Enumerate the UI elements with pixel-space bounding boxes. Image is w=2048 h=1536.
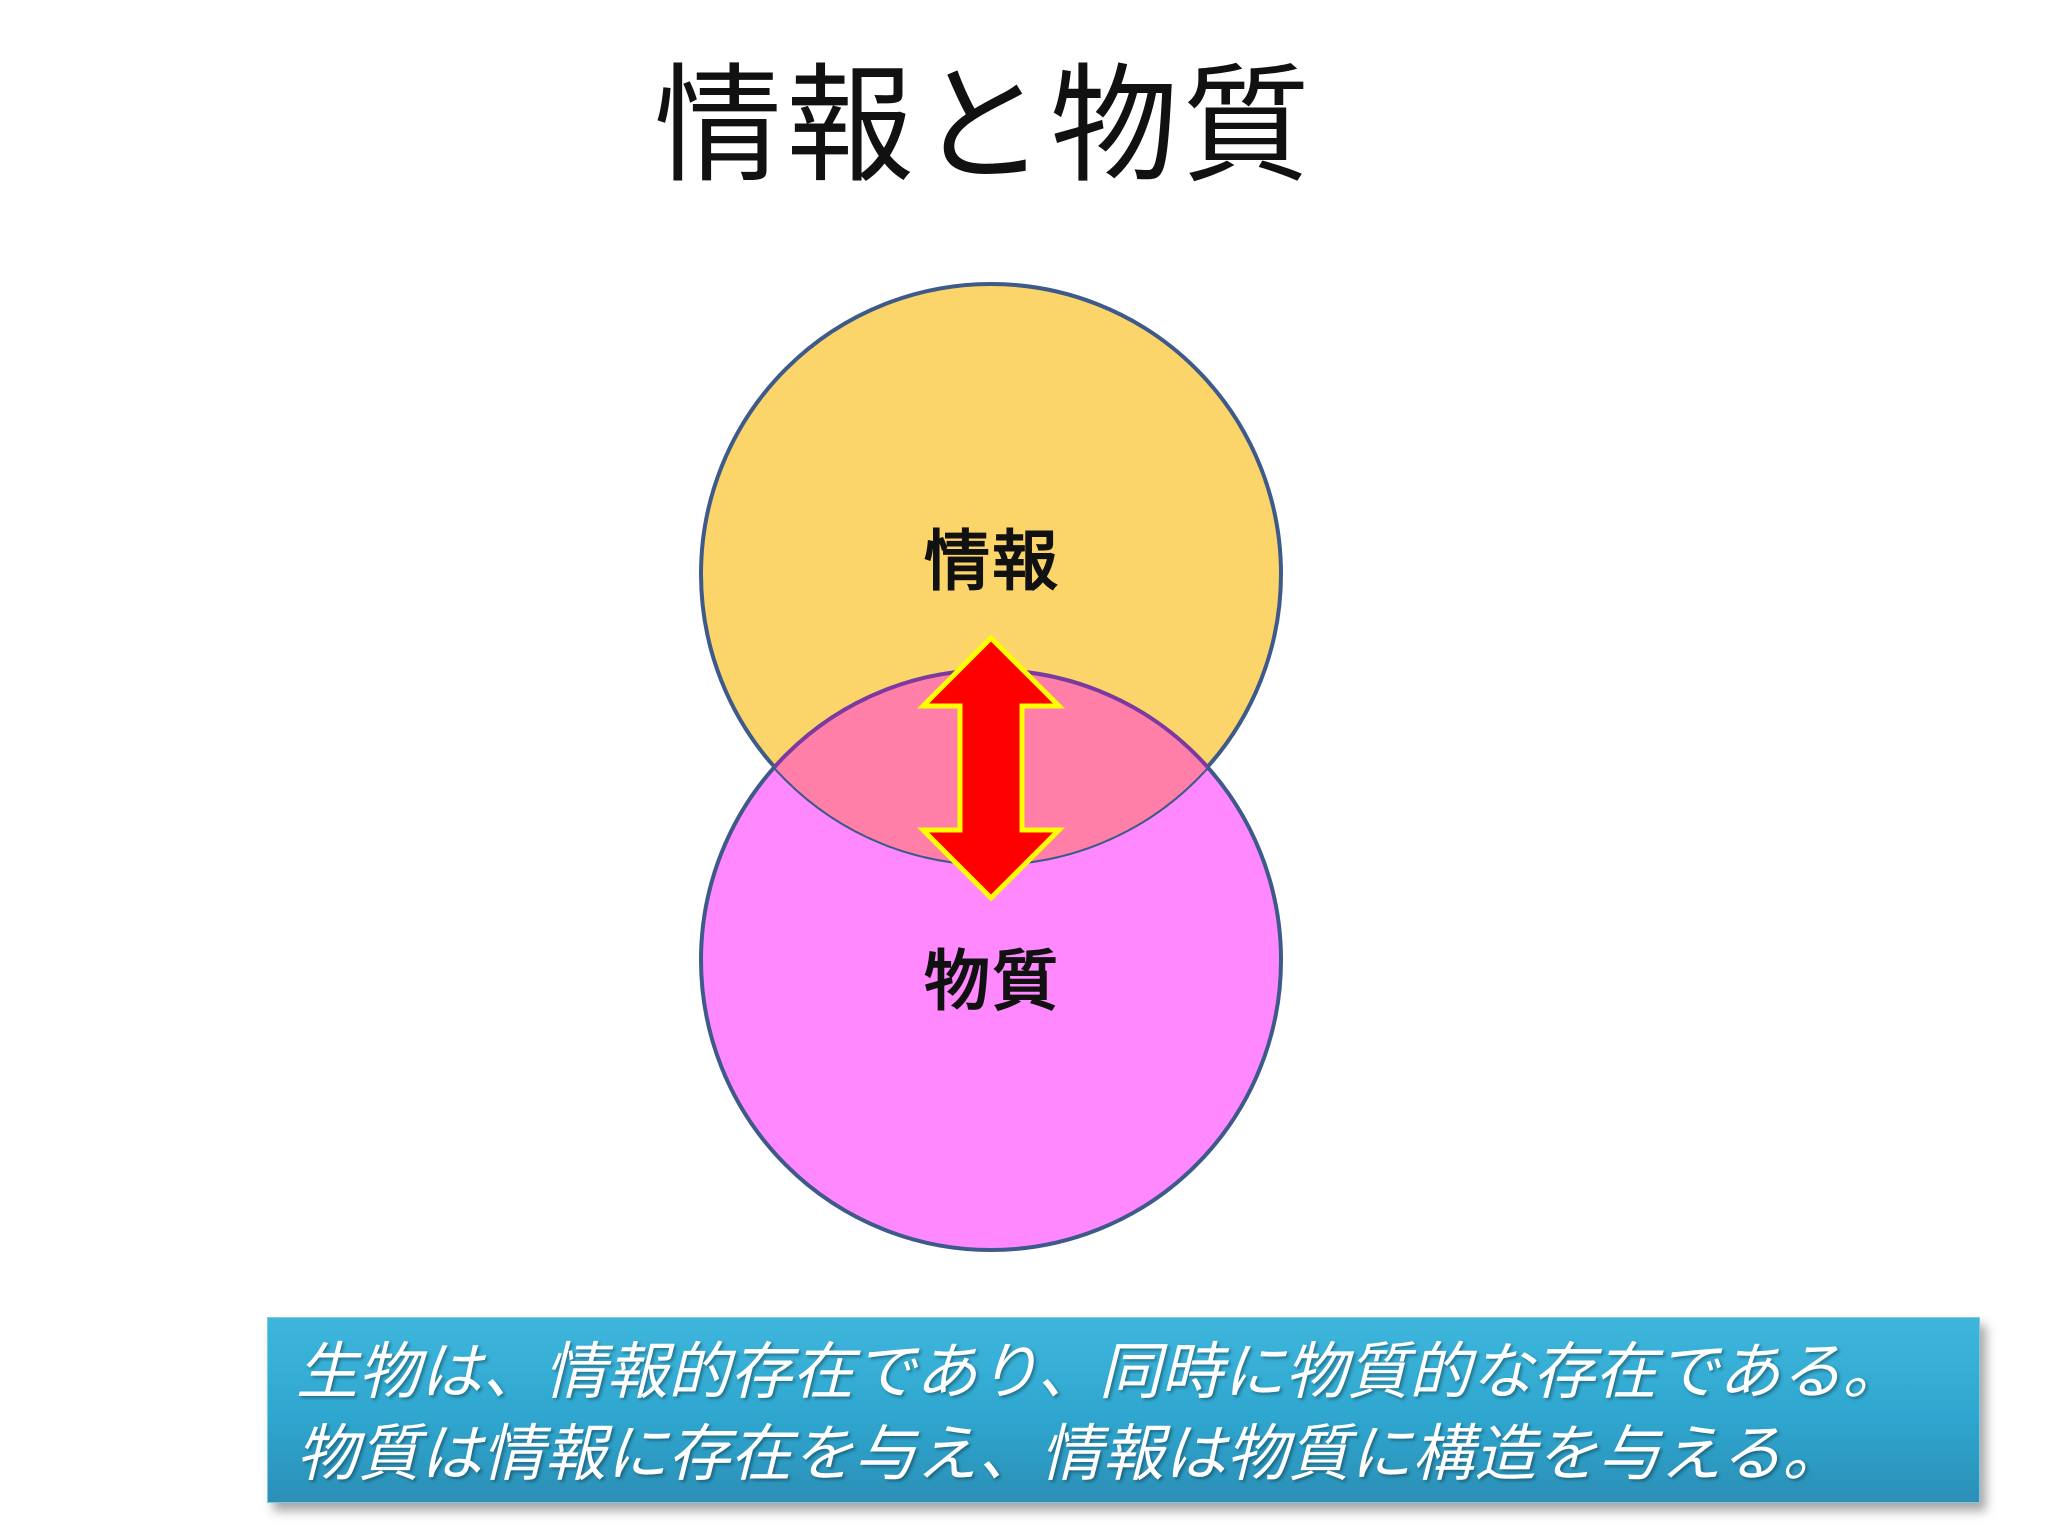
caption-box: 生物は、情報的存在であり、同時に物質的な存在である。 物質は情報に存在を与え、情… — [267, 1317, 1980, 1503]
matter-label: 物質 — [924, 943, 1060, 1020]
caption-line: 生物は、情報的存在であり、同時に物質的な存在である。 — [296, 1335, 1905, 1408]
information-label: 情報 — [924, 523, 1060, 600]
double-arrow-icon — [916, 634, 1066, 902]
caption-line: 物質は情報に存在を与え、情報は物質に構造を与える。 — [296, 1417, 1845, 1490]
slide-title: 情報と物質 — [653, 52, 1314, 201]
